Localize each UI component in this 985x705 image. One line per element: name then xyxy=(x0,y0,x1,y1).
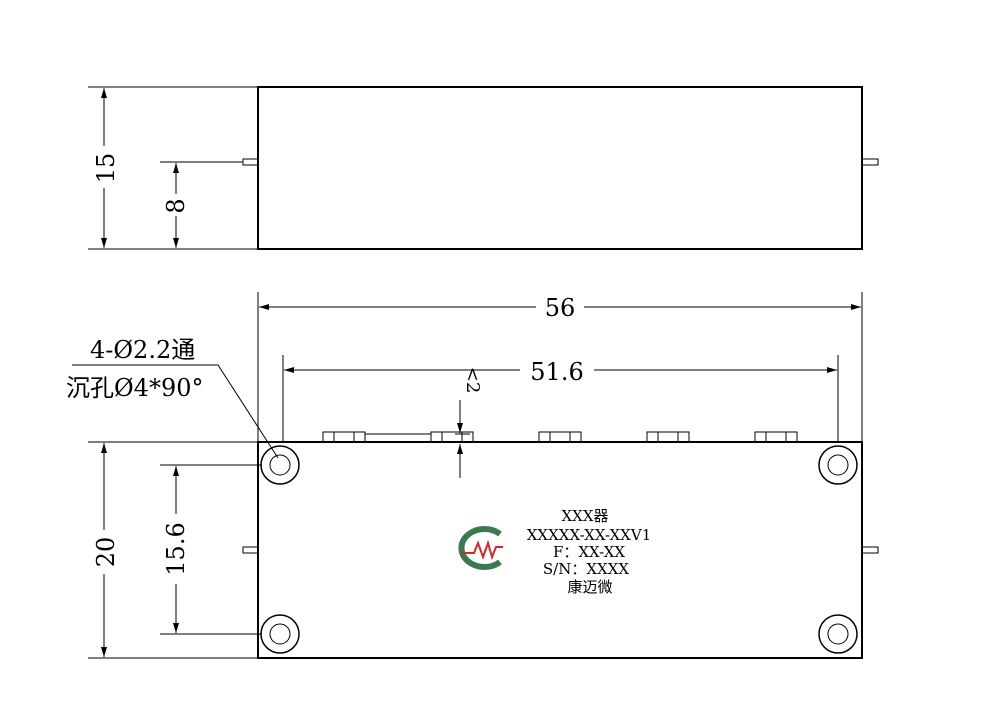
right-pin xyxy=(861,158,879,166)
connector-1 xyxy=(322,431,366,443)
label-serial-number: S/N：XXXX xyxy=(543,560,629,578)
dim-pin-height: 8 xyxy=(162,198,190,213)
side-view-body xyxy=(257,86,863,250)
hole-note-leader xyxy=(72,364,279,459)
side-view: 15 8 xyxy=(88,86,879,250)
company-logo-icon xyxy=(458,526,503,570)
dim-side-height: 15 xyxy=(92,153,120,184)
connector-4 xyxy=(646,431,690,443)
plan-view: 56 51.6 <2 xyxy=(66,292,879,659)
label-frequency: F：XX-XX xyxy=(553,543,625,561)
plan-left-pin xyxy=(242,546,259,554)
label-model-number: XXXXX-XX-XXV1 xyxy=(527,526,651,544)
left-pin xyxy=(242,158,259,166)
dim-hole-spacing-x: 51.6 xyxy=(530,358,583,386)
connector-2 xyxy=(430,431,474,443)
dim-total-width: 56 xyxy=(545,294,576,322)
dim-hole-spacing-y: 15.6 xyxy=(162,522,190,575)
mounting-hole-bottom-left xyxy=(260,614,300,654)
connector-3 xyxy=(538,431,582,443)
label-company: 康迈微 xyxy=(567,578,612,596)
dim-plan-height: 20 xyxy=(92,537,120,568)
mounting-hole-top-left xyxy=(260,445,300,485)
dim-connector-protrusion: <2 xyxy=(462,367,483,394)
plan-right-pin xyxy=(861,546,879,554)
connector-5 xyxy=(754,431,798,443)
hole-note-line1: 4-Ø2.2通 xyxy=(90,336,195,364)
mounting-hole-bottom-right xyxy=(818,614,858,654)
hole-note-line2: 沉孔Ø4*90° xyxy=(66,374,203,402)
mounting-hole-top-right xyxy=(818,445,858,485)
label-product-name: XXX器 xyxy=(561,507,608,525)
